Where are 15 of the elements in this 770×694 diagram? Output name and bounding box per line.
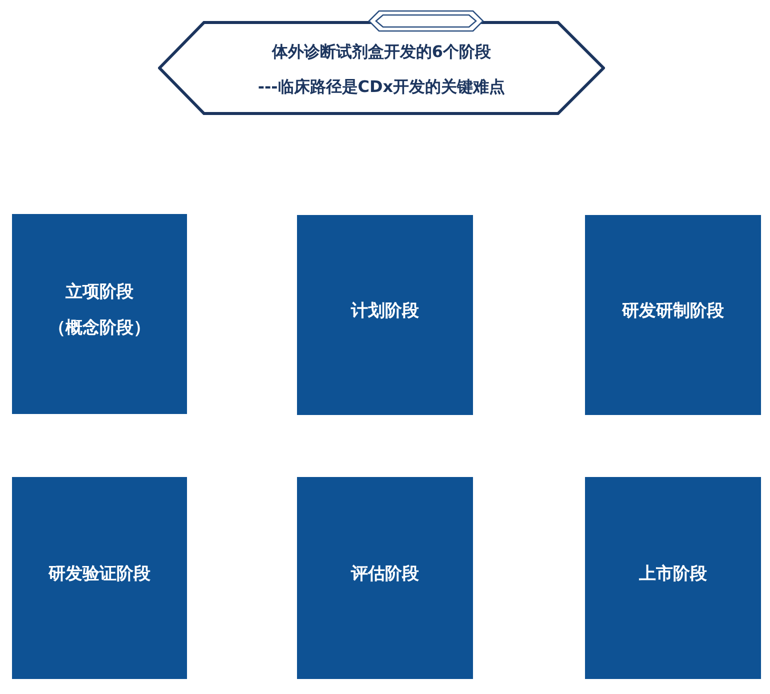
stage-box	[12, 214, 187, 414]
stage-box	[585, 477, 761, 679]
stage-note: （概念阶段）	[48, 317, 150, 339]
stage-label: 上市阶段	[639, 563, 707, 585]
stage-label: 计划阶段	[351, 300, 419, 322]
banner-title: 体外诊断试剂盒开发的6个阶段	[272, 40, 492, 62]
stage-label: 评估阶段	[351, 563, 419, 585]
stage-box	[297, 477, 473, 679]
banner-subtitle: ---临床路径是CDx开发的关键难点	[258, 76, 506, 98]
stage-label: 研发验证阶段	[48, 563, 150, 585]
stage-box	[297, 215, 473, 415]
stage-label: 研发研制阶段	[622, 300, 724, 322]
stage-box	[585, 215, 761, 415]
stage-label: 立项阶段	[66, 281, 134, 303]
stage-box	[12, 477, 187, 679]
